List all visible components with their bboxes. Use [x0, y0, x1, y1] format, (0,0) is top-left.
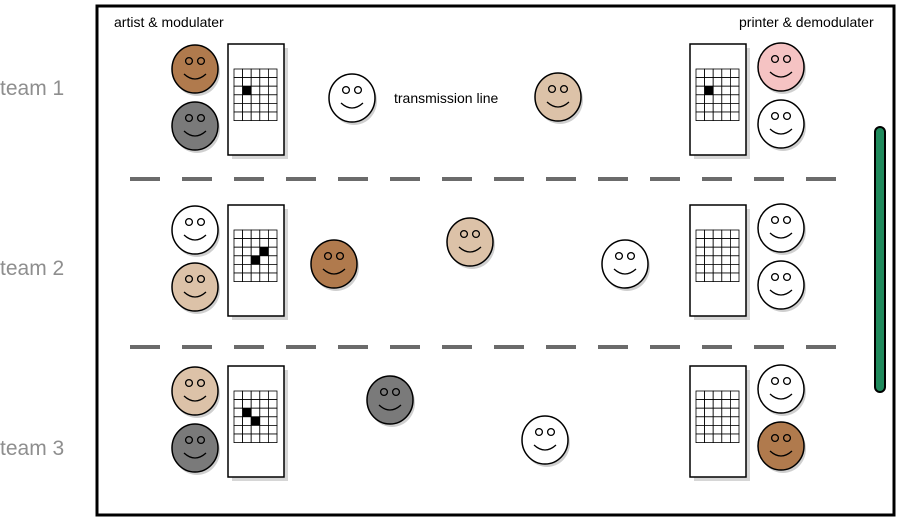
line-face-3-2 — [521, 415, 570, 467]
receiver-face-2-b — [757, 260, 806, 312]
sender-face-2-b — [171, 262, 220, 314]
right-header-label: printer & demodulater — [739, 14, 874, 30]
receiver-grid-card-3 — [689, 365, 750, 481]
sender-face-3-b — [171, 423, 220, 475]
receiver-face-3-b — [757, 421, 806, 473]
sender-face-3-a — [171, 366, 220, 418]
line-face-1-1 — [328, 73, 377, 125]
line-face-3-1 — [366, 375, 415, 427]
sender-face-2-a — [171, 205, 220, 257]
sender-face-1-b — [171, 101, 220, 153]
receiver-grid-card-2 — [689, 204, 750, 320]
receiver-face-1-b — [757, 99, 806, 151]
team-label-3: team 3 — [0, 437, 65, 460]
team-label-1: team 1 — [0, 77, 65, 100]
line-face-2-1 — [310, 239, 359, 291]
sender-grid-card-1 — [227, 43, 288, 159]
grid-cards — [227, 43, 750, 481]
line-face-2-2 — [446, 217, 495, 269]
line-face-1-2 — [534, 72, 583, 124]
receiver-face-1-a — [757, 42, 806, 94]
sender-grid-card-2 — [227, 204, 288, 320]
left-header-label: artist & modulater — [114, 14, 224, 30]
receiver-grid-card-1 — [689, 43, 750, 159]
handle-bar-icon — [874, 126, 886, 393]
transmission-line-label: transmission line — [394, 90, 499, 106]
sender-grid-card-3 — [227, 365, 288, 481]
line-face-2-3 — [601, 239, 650, 291]
team-dividers — [130, 177, 842, 349]
team-label-2: team 2 — [0, 257, 65, 280]
receiver-face-2-a — [757, 203, 806, 255]
sender-face-1-a — [171, 44, 220, 96]
people — [171, 42, 806, 475]
receiver-face-3-a — [757, 364, 806, 416]
